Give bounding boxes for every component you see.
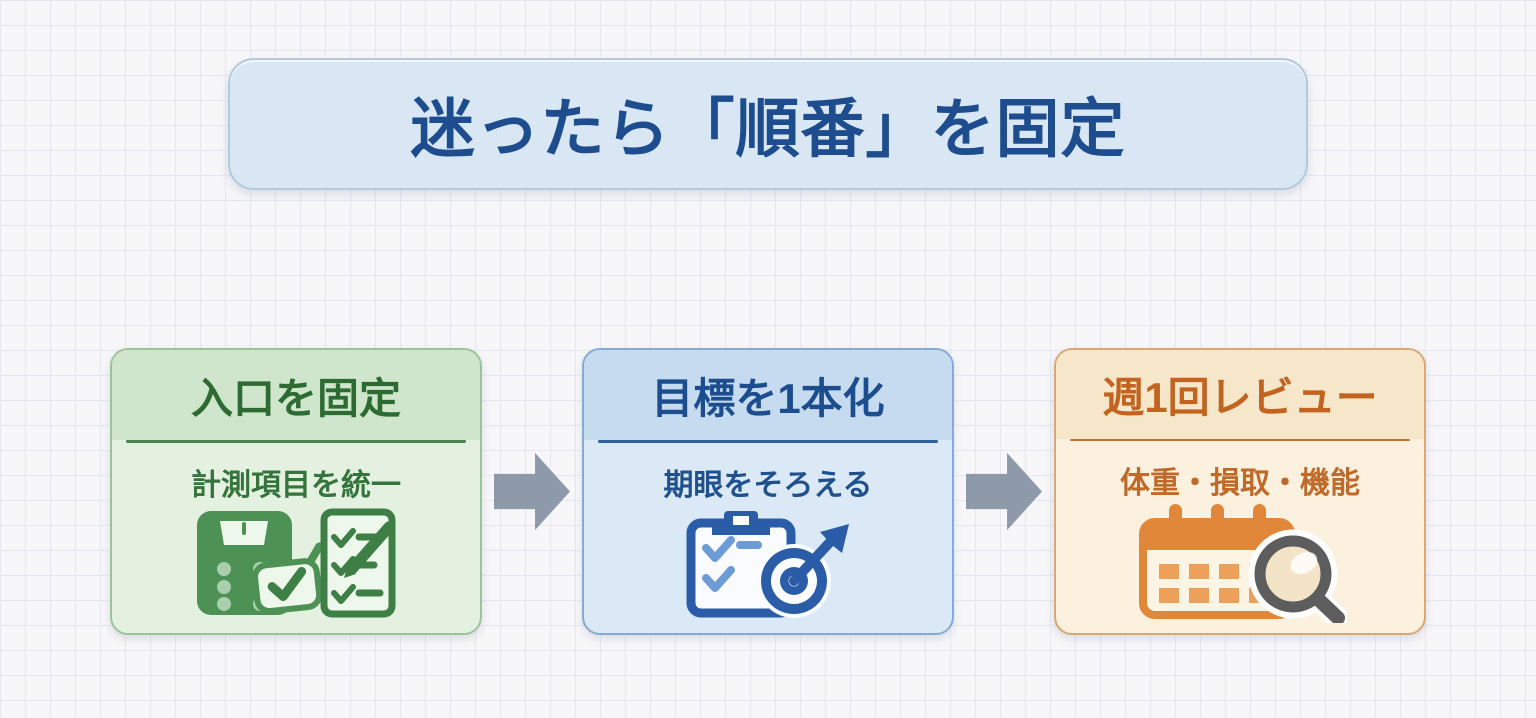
card-separator	[126, 440, 466, 443]
right-arrow-icon	[494, 452, 570, 531]
card-unify-goal: 目標を1本化 期眼をそろえる	[582, 348, 954, 635]
card-title: 週1回レビュー	[1102, 373, 1378, 421]
title-banner: 迷ったら「順番」を固定	[228, 58, 1308, 190]
card-weekly-review: 週1回レビュー 体重・損取・機能	[1054, 348, 1426, 635]
card-subtitle: 計測項目を統一	[191, 468, 401, 502]
card-separator	[598, 440, 938, 443]
card-title: 目標を1本化	[651, 374, 885, 422]
card-header: 週1回レビュー	[1056, 350, 1424, 439]
weighing-scale-and-checklist-icon	[196, 504, 396, 634]
card-subtitle: 体重・損取・機能	[1120, 467, 1360, 500]
card-body: 計測項目を統一	[112, 443, 480, 634]
card-body: 体重・損取・機能	[1056, 441, 1424, 633]
card-header: 入口を固定	[112, 350, 480, 440]
card-body: 期眼をそろえる	[584, 443, 952, 634]
clipboard-target-arrow-icon	[682, 504, 854, 634]
right-arrow-icon	[966, 452, 1042, 531]
card-header: 目標を1本化	[584, 350, 952, 440]
calendar-magnifier-icon	[1133, 502, 1347, 633]
card-separator	[1070, 438, 1410, 441]
flow-row: 入口を固定 計測項目を統一	[0, 348, 1536, 635]
card-fix-entrance: 入口を固定 計測項目を統一	[110, 348, 482, 635]
card-title: 入口を固定	[190, 374, 401, 422]
page-title: 迷ったら「順番」を固定	[410, 93, 1126, 165]
card-subtitle: 期眼をそろえる	[663, 468, 873, 502]
